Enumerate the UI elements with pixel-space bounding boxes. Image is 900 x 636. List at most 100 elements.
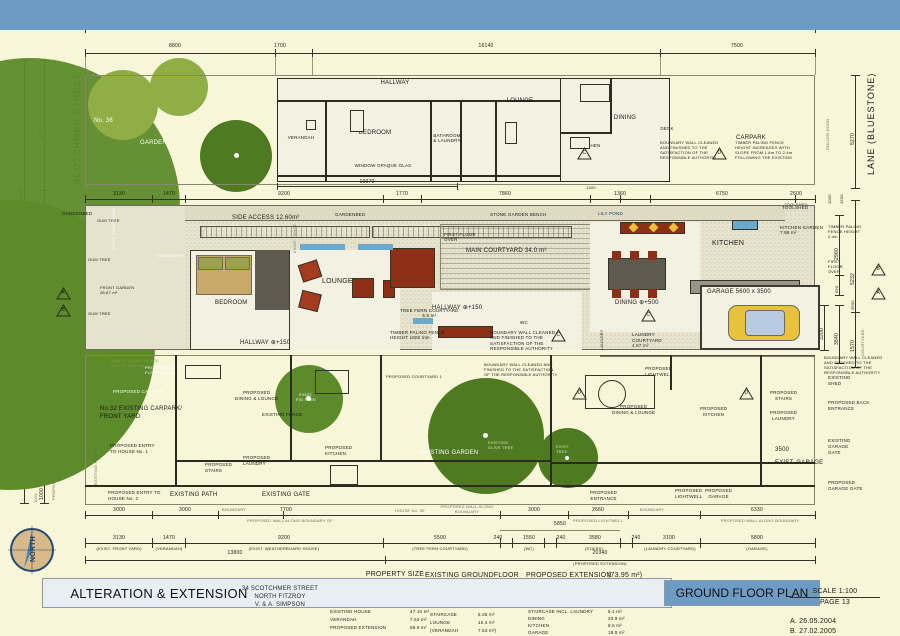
label-kitchen-garden: KITCHEN GARDEN 7.98 m² [780, 225, 824, 236]
label-existing-gate: EXISTING GATE [262, 492, 311, 498]
dim-right-9: 3500 [850, 300, 855, 310]
title-box [42, 578, 672, 608]
label-proposed-back-entrance: PROPOSED BACK ENTRANCE [828, 400, 870, 411]
dim-right-small-1: 1530 [839, 194, 844, 204]
dim-bm-9: 3100 [663, 535, 675, 541]
furniture-chair [306, 120, 316, 130]
revision-a: A. 26.05.2004 [790, 618, 837, 625]
dim-bu-2: 7700 [280, 507, 292, 513]
label-existing-path: EXISTING PATH [170, 492, 218, 498]
note-timber-paling-fence-main: GUM TREE [97, 218, 120, 223]
dim-mid-8: 2600 [790, 191, 802, 197]
furniture-pillow-1 [198, 257, 223, 270]
upper-existing-house [277, 78, 607, 182]
dim-bm-note-7: (STAIRS) [584, 546, 604, 551]
dim-total-right: 20340 [592, 550, 608, 556]
furniture-bed [350, 110, 364, 132]
label-proposed-lightwell-2: PROPOSED LIGHTWELL [675, 488, 703, 499]
dim-bm-note-3: (TREE FERN COURTYARD) [412, 546, 468, 551]
dim-bm-10: 5890 [751, 535, 763, 541]
existing-item-4-value: 7.53 m²) [478, 628, 497, 633]
lower-furniture-1 [585, 375, 655, 409]
car-roof [745, 310, 785, 336]
label-proposed-laundry-2: PROPOSED LAUNDRY [770, 410, 798, 421]
label-proposed-dining-lounge-2: PROPOSED DINING & LOUNGE [612, 404, 656, 415]
furniture-table [580, 84, 610, 102]
label-exist-fig-tree: EXIST. FIG TREE [296, 392, 316, 402]
dim-right-4: 690 [834, 285, 839, 293]
label-property-size: PROPERTY SIZE [365, 571, 425, 578]
existing-item-4-name: (VERANDAH [430, 628, 459, 633]
dim-right-0: 5270 [850, 133, 856, 145]
label-verandah-main: VERANDAH [157, 253, 184, 258]
dim-left-12: 1020 [33, 493, 38, 503]
revision-b: B. 27.02.2005 [790, 628, 837, 635]
lower-plan-extents [85, 355, 815, 505]
note-proposed-wall-gf: PROPOSED WALL ALONG BOUNDARY GF [247, 518, 333, 523]
dim-mid-3: 1770 [396, 191, 408, 197]
client-name: V. & A. SIMPSON [254, 602, 306, 608]
label-proposed-extension: PROPOSED EXTENSION [526, 572, 612, 579]
dim-bm-note-0: (EXIST. FRONT YARD) [96, 546, 142, 551]
note-proposed-wall-boundary: PROPOSED WALL ALONG BOUNDARY [440, 504, 494, 514]
note-timber-paling-main: TIMBER PALING FENCE HEIGHT 1800 mm [390, 330, 445, 341]
dim-bu-3: 3000 [528, 507, 540, 513]
note-timber-fence-24: TIMBER PALING FENCE HEIGHT 2.4m [828, 224, 862, 239]
dim-mid-0: 3130 [113, 191, 125, 197]
main-room-label-hallway-left: HALLWAY ⊕+150 [240, 340, 291, 346]
existing-item-2-value: 5.35 m² [478, 612, 495, 617]
section-marker-c-upper: C [577, 147, 592, 160]
note-exist-fence: EXIST. FENCE [292, 223, 297, 253]
section-marker-b-left: B [56, 304, 71, 317]
label-main-courtyard: MAIN COURTYARD 34.0 m² [466, 248, 547, 254]
project-title: ALTERATION & EXTENSION [70, 585, 248, 601]
dim-top-seg-3: 7500 [731, 43, 743, 49]
value-proposed-extension: (73.95 m²) [608, 572, 643, 579]
note-boundary-2: BOUNDARY [640, 507, 665, 512]
dim-bm-note-9: (LAUNDRY COURTYARD) [644, 546, 696, 551]
dim-bm-note-1: (VERANDAH) [155, 546, 183, 551]
upper-room-dining: DINING [613, 115, 637, 121]
upper-room-lounge: LOUNGE [506, 98, 534, 104]
section-marker-d-upper: D [712, 147, 727, 160]
proposed-item-6-name: GARAGE [528, 630, 549, 635]
label-proposed-courtyard-2: PROPOSED COURTYARD 2 [488, 372, 545, 377]
dim-bm-6: 240 [556, 535, 566, 541]
proposed-item-3-value: 5.1 m² [608, 609, 622, 614]
note-house-no30: HOUSE No. 30 [395, 508, 425, 513]
lower-stairs [330, 465, 358, 485]
compass-label: NORTH [30, 536, 37, 562]
label-proposed-garage: PROPOSED GARAGE [705, 488, 733, 499]
note-proposed-wall-boundary-2: PROPOSED WALL ALONG BOUNDARY [720, 518, 800, 523]
label-tree-fern-courtyard: TREE FERN COURTYARD 5.5 m² [400, 308, 459, 319]
label-proposed-dining-lounge-1: PROPOSED DINING & LOUNGE [235, 390, 279, 401]
label-proposed-garage-gate: PROPOSED GARAGE GATE [828, 480, 863, 491]
dim-bm-4: 240 [493, 535, 503, 541]
proposed-item-4-name: DINING [528, 616, 545, 621]
label-proposed-entrance: PROPOSED ENTRANCE [590, 490, 618, 501]
lower-table-2 [315, 370, 349, 394]
existing-item-3-name: LOUNGE [430, 620, 451, 625]
dim-top-seg-1: 1700 [274, 43, 286, 49]
label-gardenbed-2: GARDENBED [335, 212, 366, 217]
section-marker-a-right: A [871, 287, 886, 300]
dim-bu-4: 2660 [592, 507, 604, 513]
upper-room-bedroom: BEDROOM [358, 130, 392, 136]
dim-mid-1: 1470 [163, 191, 175, 197]
label-laundry-vert: LAUNDRY [599, 329, 604, 350]
label-gardenbed-1: GARDENBED [62, 211, 93, 216]
upper-room-verandah: VERANDAH [287, 135, 315, 140]
main-room-hallway-right [432, 292, 582, 350]
furniture-pillow-2 [225, 257, 250, 270]
upper-note-roller-door: ROLLER DOOR [825, 118, 830, 150]
drawing-title: GROUND FLOOR PLAN [664, 580, 820, 606]
dim-bm-note-10: (GARAGE) [746, 546, 768, 551]
label-proposed-entry-house2: PROPOSED ENTRY TO HOUSE No. 2 [108, 490, 161, 501]
footprint-item-2-value: 85.9 m² [410, 625, 427, 630]
main-room-label-lounge: LOUNGE [322, 278, 353, 285]
footprint-item-1-value: 7.53 m² [410, 617, 427, 622]
label-lane: LANE (BLUESTONE) [866, 72, 876, 175]
note-front-garden: FRONT GARDEN 28.87 m² [100, 285, 135, 295]
section-marker-d-lower: D [739, 387, 754, 400]
page-label: PAGE 13 [819, 599, 851, 606]
